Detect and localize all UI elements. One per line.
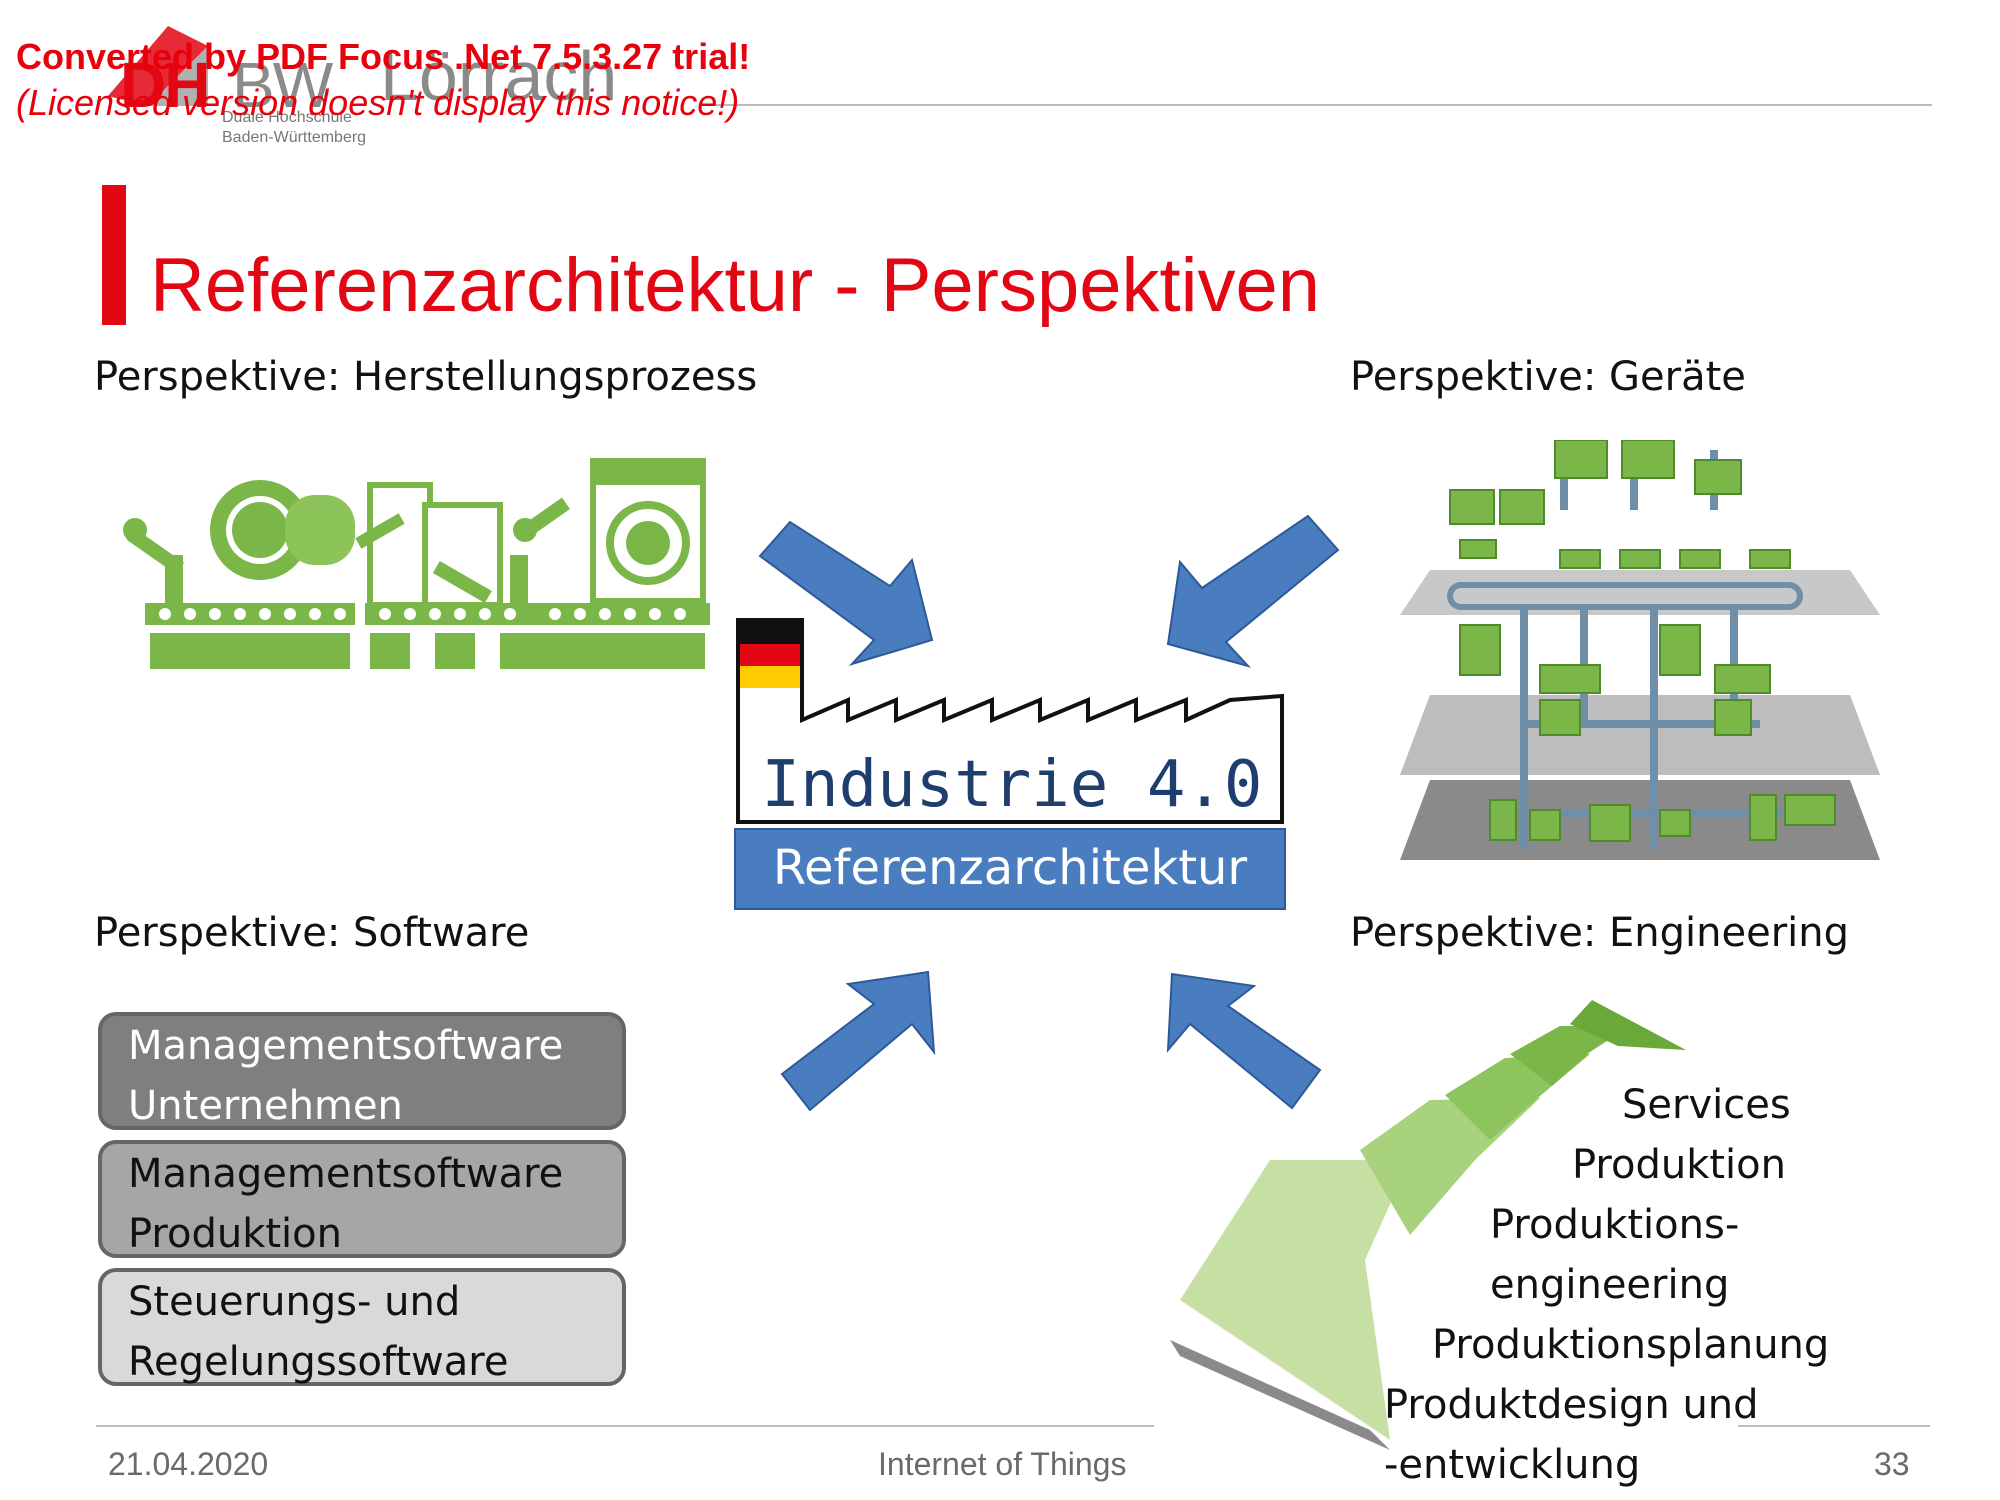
header-divider: [700, 104, 1932, 106]
manufacturing-process-illustration: [123, 458, 710, 669]
engineering-step-services: Services: [1622, 1082, 1791, 1128]
software-layer-production: Managementsoftware Produktion: [98, 1140, 626, 1258]
logo-dh: DH: [120, 49, 210, 121]
arrow-bottom-left-icon: [780, 970, 936, 1112]
logo-subtitle: Duale Hochschule Baden-Württemberg: [222, 108, 366, 148]
perspective-engineering-heading: Perspektive: Engineering: [1350, 910, 1850, 956]
software-layer-line2: Unternehmen: [128, 1083, 403, 1129]
conversion-watermark-line1: Converted by PDF Focus .Net 7.5.3.27 tri…: [16, 36, 751, 77]
software-layer-control: Steuerungs- und Regelungssoftware: [98, 1268, 626, 1386]
perspective-software-heading: Perspektive: Software: [94, 910, 530, 956]
engineering-step-production-engineering-1: Produktions-: [1490, 1202, 1740, 1248]
logo-subtitle-line1: Duale Hochschule: [222, 109, 352, 126]
software-layer-line2: Regelungssoftware: [128, 1339, 509, 1385]
industrie-factory-icon: [736, 618, 1284, 824]
engineering-step-production-planning: Produktionsplanung: [1432, 1322, 1830, 1368]
arrow-bottom-right-icon: [1166, 972, 1322, 1110]
engineering-chevron-arc: [1170, 1000, 1686, 1450]
perspective-devices-heading: Perspektive: Geräte: [1350, 354, 1746, 400]
footer-divider-left: [96, 1425, 1154, 1427]
software-layer-line1: Managementsoftware: [128, 1023, 564, 1069]
referenzarchitektur-label: Referenzarchitektur: [772, 840, 1248, 896]
logo-subtitle-line2: Baden-Württemberg: [222, 129, 367, 146]
conversion-watermark-line2: (Licensed version doesn't display this n…: [16, 82, 740, 123]
software-layer-line2: Produktion: [128, 1211, 342, 1257]
arrow-top-left-icon: [758, 520, 934, 667]
industrie-40-label: Industrie 4.0: [761, 748, 1263, 822]
software-layer-line1: Steuerungs- und: [128, 1279, 461, 1325]
engineering-step-production: Produktion: [1572, 1142, 1786, 1188]
footer-divider-right: [1738, 1425, 1930, 1427]
footer-date: 21.04.2020: [108, 1446, 269, 1482]
engineering-step-product-design-2: -entwicklung: [1384, 1442, 1641, 1488]
software-layer-line1: Managementsoftware: [128, 1151, 564, 1197]
logo-bw: BW: [232, 49, 333, 121]
footer-topic: Internet of Things: [878, 1446, 1127, 1482]
logo-mark-icon: [108, 26, 208, 106]
engineering-step-product-design-1: Produktdesign und: [1384, 1382, 1759, 1428]
arrow-top-right-icon: [1166, 514, 1340, 668]
devices-hierarchy-illustration: [1400, 440, 1880, 860]
referenzarchitektur-box: [734, 828, 1286, 910]
perspective-manufacturing-heading: Perspektive: Herstellungsprozess: [94, 354, 758, 400]
software-layer-enterprise: Managementsoftware Unternehmen: [98, 1012, 626, 1130]
footer-page-number: 33: [1874, 1446, 1910, 1482]
engineering-step-production-engineering-2: engineering: [1490, 1262, 1730, 1308]
slide-title: Referenzarchitektur - Perspektiven: [150, 243, 1321, 328]
logo-city: Lörrach: [380, 37, 618, 115]
title-accent-bar: [102, 185, 126, 325]
